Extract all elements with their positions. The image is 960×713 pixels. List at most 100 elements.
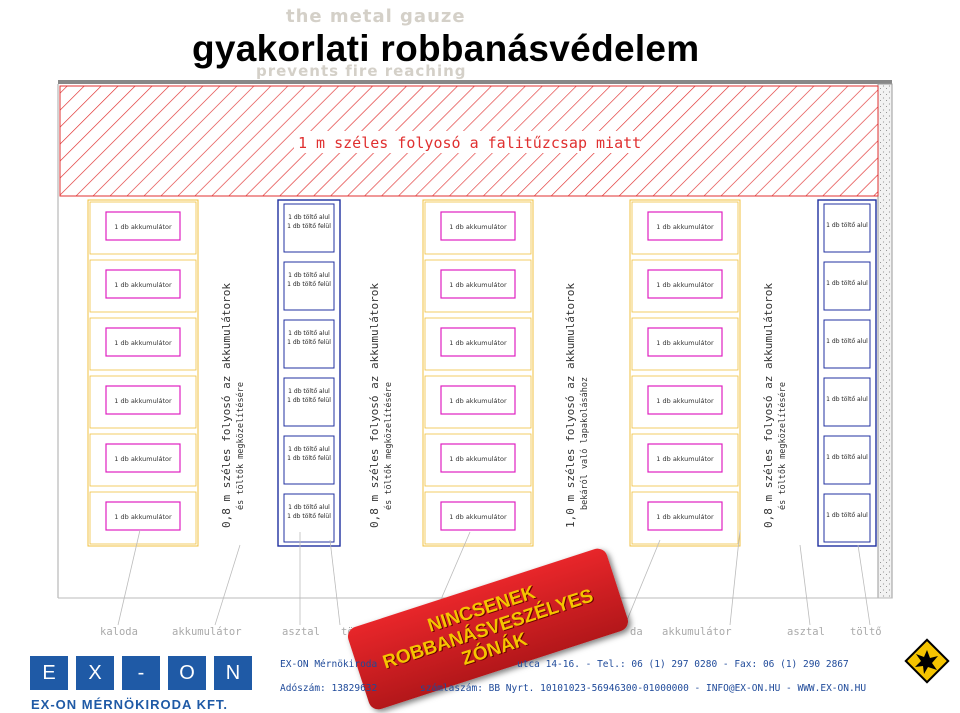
wall-top bbox=[58, 80, 892, 84]
charger-label-bottom: 1 db töltő alul bbox=[826, 280, 868, 287]
battery-cell bbox=[105, 501, 181, 531]
battery-slot bbox=[631, 259, 739, 313]
charger-label-bottom: 1 db töltő alul bbox=[826, 454, 868, 461]
battery-slot bbox=[631, 201, 739, 255]
battery-cell-label: 1 db akkumulátor bbox=[114, 281, 172, 289]
battery-rack-frame bbox=[87, 199, 199, 547]
charger-slot bbox=[283, 319, 335, 369]
leader-line bbox=[117, 529, 141, 626]
company-name: EX-ON MÉRNÖKIRODA KFT. bbox=[31, 697, 229, 712]
battery-cell-label: 1 db akkumulátor bbox=[114, 397, 172, 405]
battery-cell-label: 1 db akkumulátor bbox=[449, 339, 507, 347]
charger-label-bottom: 1 db töltő alul bbox=[826, 512, 868, 519]
battery-rack: 1 db akkumulátor 1 db akkumulátor 1 db akk… bbox=[87, 199, 199, 547]
charger-slot bbox=[283, 261, 335, 311]
aisle-sublabel: és töltők megközelítésére bbox=[383, 382, 394, 510]
leader-line bbox=[329, 539, 341, 626]
battery-slot bbox=[424, 491, 532, 545]
battery-cell-label: 1 db akkumulátor bbox=[449, 223, 507, 231]
battery-cell-label: 1 db akkumulátor bbox=[656, 223, 714, 231]
corridor-label: 1 m széles folyosó a falitűzcsap miatt bbox=[298, 134, 641, 152]
battery-cell bbox=[105, 269, 181, 299]
footer-address-right: utca 14-16. - Tel.: 06 (1) 297 0280 - Fa… bbox=[517, 659, 849, 670]
charger-label-bottom: 1 db töltő alul bbox=[288, 504, 330, 511]
battery-cell bbox=[647, 501, 723, 531]
leader-line bbox=[214, 544, 241, 626]
legend-label: da bbox=[630, 626, 643, 638]
battery-cell bbox=[647, 269, 723, 299]
battery-rack-frame bbox=[422, 199, 534, 547]
charger-label-top: 1 db töltő felül bbox=[287, 339, 331, 346]
charger-label-top: 1 db töltő felül bbox=[287, 513, 331, 520]
footer-address-left: EX-ON Mérnökiroda bbox=[280, 659, 378, 670]
charger-slot bbox=[823, 261, 871, 311]
background-watermark-line1: the metal gauze bbox=[286, 6, 466, 27]
battery-slot bbox=[424, 201, 532, 255]
battery-slot bbox=[89, 433, 197, 487]
explosion-hazard-icon bbox=[904, 638, 950, 684]
battery-slot bbox=[424, 433, 532, 487]
charger-slot bbox=[283, 377, 335, 427]
battery-cell-label: 1 db akkumulátor bbox=[656, 513, 714, 521]
aisle-label: 0,8 m széles folyosó az akkumulátorok bbox=[220, 283, 233, 528]
charger-slot bbox=[283, 435, 335, 485]
charger-slot bbox=[283, 203, 335, 253]
charger-rack: 1 db töltő alul 1 db töltő alul 1 db töltő… bbox=[817, 199, 877, 547]
battery-cell bbox=[440, 443, 516, 473]
charger-label-bottom: 1 db töltő alul bbox=[826, 338, 868, 345]
battery-cell-label: 1 db akkumulátor bbox=[656, 397, 714, 405]
charger-label-bottom: 1 db töltő alul bbox=[288, 330, 330, 337]
battery-slot bbox=[424, 375, 532, 429]
battery-slot bbox=[631, 317, 739, 371]
battery-cell-label: 1 db akkumulátor bbox=[449, 513, 507, 521]
aisle-label: 0,8 m széles folyosó az akkumulátorok bbox=[368, 283, 381, 528]
battery-cell bbox=[647, 211, 723, 241]
charger-label-bottom: 1 db töltő alul bbox=[288, 272, 330, 279]
charger-label-bottom: 1 db töltő alul bbox=[288, 388, 330, 395]
battery-cell bbox=[440, 385, 516, 415]
legend-label: kaloda bbox=[100, 626, 138, 638]
charger-rack-frame bbox=[277, 199, 341, 547]
battery-slot bbox=[89, 317, 197, 371]
charger-label-top: 1 db töltő felül bbox=[287, 281, 331, 288]
battery-cell bbox=[440, 211, 516, 241]
leader-line bbox=[624, 539, 661, 626]
charger-slot bbox=[823, 319, 871, 369]
battery-cell-label: 1 db akkumulátor bbox=[449, 281, 507, 289]
battery-slot bbox=[631, 375, 739, 429]
battery-slot bbox=[89, 259, 197, 313]
legend-label: töltő bbox=[850, 626, 882, 638]
leader-line bbox=[857, 544, 871, 626]
logo-letter: E bbox=[30, 656, 68, 690]
battery-rack: 1 db akkumulátor 1 db akkumulátor 1 db akk… bbox=[422, 199, 534, 547]
aisle-label: 0,8 m széles folyosó az akkumulátorok bbox=[762, 283, 775, 528]
logo-letter: - bbox=[122, 656, 160, 690]
battery-cell bbox=[647, 385, 723, 415]
battery-cell bbox=[440, 269, 516, 299]
page-title: gyakorlati robbanásvédelem bbox=[192, 28, 700, 69]
legend-label: asztal bbox=[282, 626, 320, 638]
charger-slot bbox=[823, 493, 871, 543]
footer-tax-left: Adószám: 13829632 bbox=[280, 683, 378, 694]
battery-slot bbox=[424, 317, 532, 371]
battery-cell-label: 1 db akkumulátor bbox=[114, 455, 172, 463]
aisle-sublabel: bekáról való lapakolásához bbox=[579, 377, 590, 510]
battery-cell bbox=[440, 501, 516, 531]
battery-cell bbox=[105, 385, 181, 415]
charger-rack-frame bbox=[817, 199, 877, 547]
charger-rack: 1 db töltő alul 1 db töltő felül 1 db tölt… bbox=[277, 199, 341, 547]
charger-slot bbox=[823, 377, 871, 427]
battery-cell bbox=[440, 327, 516, 357]
battery-rack-frame bbox=[629, 199, 741, 547]
battery-cell bbox=[105, 211, 181, 241]
charger-slot bbox=[283, 493, 335, 543]
battery-slot bbox=[89, 375, 197, 429]
battery-slot bbox=[631, 491, 739, 545]
logo-letter: O bbox=[168, 656, 206, 690]
aisle-label: 1,0 m széles folyosó az akkumulátorok bbox=[564, 283, 577, 528]
aisle-sublabel: és töltők megközelítésére bbox=[235, 382, 246, 510]
legend-label: akkumulátor bbox=[662, 626, 732, 638]
corridor-label-box bbox=[294, 131, 640, 153]
battery-slot bbox=[89, 491, 197, 545]
charger-label-bottom: 1 db töltő alul bbox=[288, 214, 330, 221]
